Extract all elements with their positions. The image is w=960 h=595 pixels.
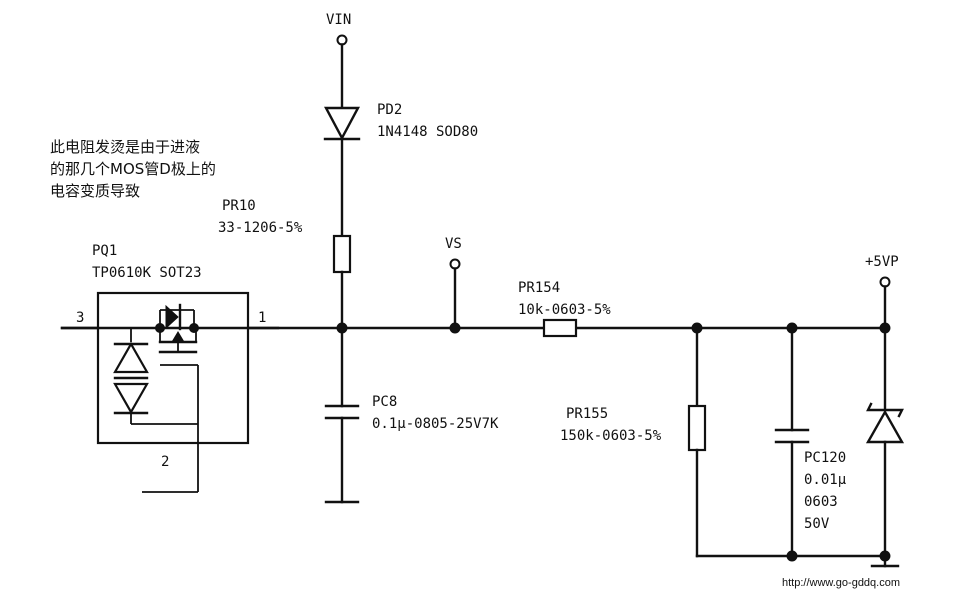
vs-terminal: [449, 258, 461, 270]
zener-lower-icon: [113, 382, 149, 415]
capacitor-pc120: PC120 0.01μ 0603 50V: [774, 326, 847, 558]
junction-dot: [786, 322, 798, 334]
annotation-line-3: 电容变质导致: [50, 182, 140, 200]
resistor-pr155-body: [687, 404, 707, 452]
pc8-value: 0.1μ-0805-25V7K: [372, 416, 499, 432]
junction-dot: [449, 322, 461, 334]
pq1-ref: PQ1: [92, 243, 117, 259]
resistor-pr154-body: [542, 318, 578, 338]
junction-dot: [336, 322, 348, 334]
diode-pd2-body: [324, 106, 360, 141]
junction-dots: [336, 322, 891, 562]
pc120-package: 0603: [804, 494, 838, 510]
junction-dot: [691, 322, 703, 334]
vin-label: VIN: [326, 12, 351, 28]
pr10-ref: PR10: [222, 198, 256, 214]
zener-upper-icon: [113, 341, 149, 374]
annotation-line-2: 的那几个MOS管D极上的: [50, 160, 216, 178]
p5vp-label: +5VP: [865, 254, 899, 270]
annotation-note: 此电阻发烫是由于进液 的那几个MOS管D极上的 电容变质导致: [50, 138, 216, 200]
p5vp-terminal: [879, 276, 891, 288]
resistor-pr10: PR10 33-1206-5%: [218, 198, 352, 408]
pr155-value: 150k-0603-5%: [560, 428, 662, 444]
pr155-ref: PR155: [566, 406, 608, 422]
capacitor-pc8: PC8 0.1μ-0805-25V7K: [324, 394, 499, 504]
annotation-line-1: 此电阻发烫是由于进液: [50, 138, 200, 156]
mosfet-pq1: PQ1 TP0610K SOT23 3 1 2: [60, 243, 280, 493]
vin-net: VIN: [326, 12, 351, 110]
pc120-value: 0.01μ: [804, 472, 847, 488]
diode-pd2: PD2 1N4148 SOD80: [323, 102, 478, 238]
resistor-pr155: PR155 150k-0603-5%: [560, 326, 707, 558]
p5vp-net: +5VP: [865, 254, 905, 568]
junction-dot: [786, 550, 798, 562]
pq1-value: TP0610K SOT23: [92, 265, 202, 281]
watermark-url: http://www.go-gddq.com: [782, 577, 900, 589]
junction-dot: [879, 322, 891, 334]
pd2-ref: PD2: [377, 102, 402, 118]
pd2-value: 1N4148 SOD80: [377, 124, 478, 140]
vin-terminal: [336, 34, 348, 46]
pr10-value: 33-1206-5%: [218, 220, 303, 236]
body-diode-arrow: [165, 304, 179, 330]
pc120-ref: PC120: [804, 450, 846, 466]
junction-dot: [189, 323, 199, 333]
vs-label: VS: [445, 236, 462, 252]
pq1-pin1: 1: [258, 310, 266, 326]
pr154-value: 10k-0603-5%: [518, 302, 611, 318]
resistor-pr10-body: [332, 234, 352, 274]
zener-5vp-icon: [865, 409, 905, 444]
vs-net: VS: [445, 236, 462, 330]
pc120-voltage: 50V: [804, 516, 830, 532]
pc8-ref: PC8: [372, 394, 397, 410]
junction-dot: [155, 323, 165, 333]
pq1-pin3: 3: [76, 310, 84, 326]
pr154-ref: PR154: [518, 280, 560, 296]
pq1-pin2: 2: [161, 454, 169, 470]
resistor-pr154: PR154 10k-0603-5%: [518, 280, 611, 338]
junction-dot: [879, 550, 891, 562]
